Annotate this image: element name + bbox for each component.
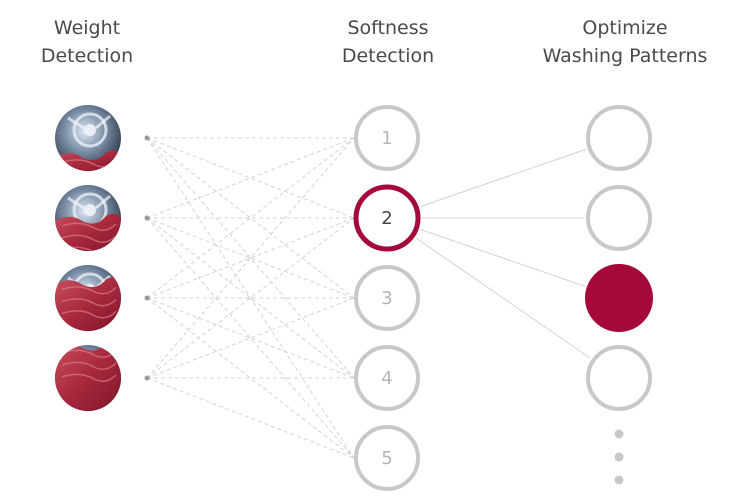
optimize-washing-title: Optimize Washing Patterns: [520, 14, 730, 70]
softness-node-ring: [354, 265, 420, 331]
softness-node-ring: [354, 105, 420, 171]
softness-node-3: 3: [354, 265, 420, 331]
softness-node-label: 3: [381, 288, 392, 309]
weight-output-dot: [144, 375, 150, 381]
softness-node-ring: [354, 425, 420, 491]
softness-node-label: 1: [381, 128, 392, 149]
weight-softness-link: [146, 137, 355, 379]
weight-softness-link: [146, 137, 355, 219]
softness-detection-column: 1 2 3 4 5: [353, 105, 421, 491]
weight-softness-link: [146, 137, 355, 379]
weight-softness-link: [146, 217, 355, 299]
softness-node-1: 1: [354, 105, 420, 171]
washing-patterns-column: [585, 105, 653, 485]
weight-output-dot: [144, 295, 150, 301]
weight-title-line1: Weight: [53, 17, 121, 39]
weight-softness-link: [146, 137, 355, 219]
softness-node-label: 2: [381, 208, 392, 229]
weight-softness-link: [146, 377, 355, 459]
softness-node-ring: [354, 345, 420, 411]
softness-node-2: 2: [353, 184, 421, 252]
weight-output-dot: [144, 135, 150, 141]
optimize-title-line2: Washing Patterns: [542, 45, 708, 67]
softness-pattern-link: [419, 228, 587, 288]
weight-detection-column: [55, 105, 150, 411]
weight-softness-link: [146, 137, 355, 299]
softness-title-line2: Detection: [341, 45, 435, 67]
softness-detection-title: Softness Detection: [318, 14, 458, 70]
optimize-title-line1: Optimize: [582, 17, 668, 39]
weight-softness-link: [146, 217, 355, 459]
weight-detection-title: Weight Detection: [27, 14, 147, 70]
softness-pattern-link: [419, 148, 587, 208]
washing-pattern-node: [586, 105, 652, 171]
connection-lines: [146, 137, 591, 459]
drum-load-1-icon: [55, 105, 121, 171]
weight-softness-link: [146, 217, 355, 379]
weight-softness-link: [146, 297, 355, 459]
weight-softness-link: [146, 217, 355, 299]
softness-node-label: 5: [381, 448, 392, 469]
weight-output-dot: [144, 215, 150, 221]
weight-softness-link: [146, 217, 355, 379]
softness-node-label: 4: [381, 368, 392, 389]
weight-softness-link: [146, 137, 355, 299]
weight-softness-link: [146, 297, 355, 379]
washing-pattern-node-selected: [585, 264, 653, 332]
drum-load-3-icon: [55, 265, 121, 331]
washing-pattern-node: [586, 185, 652, 251]
more-patterns-ellipsis-icon: [614, 429, 624, 485]
weight-title-line2: Detection: [40, 45, 134, 67]
softness-node-5: 5: [354, 425, 420, 491]
weight-softness-link: [146, 137, 355, 459]
drum-load-4-icon: [55, 345, 121, 411]
softness-node-4: 4: [354, 345, 420, 411]
washing-pattern-node: [586, 345, 652, 411]
weight-softness-link: [146, 297, 355, 379]
softness-node-ring: [353, 184, 421, 252]
softness-title-line1: Softness: [347, 17, 429, 39]
softness-pattern-link: [415, 237, 591, 359]
drum-load-2-icon: [55, 185, 121, 251]
